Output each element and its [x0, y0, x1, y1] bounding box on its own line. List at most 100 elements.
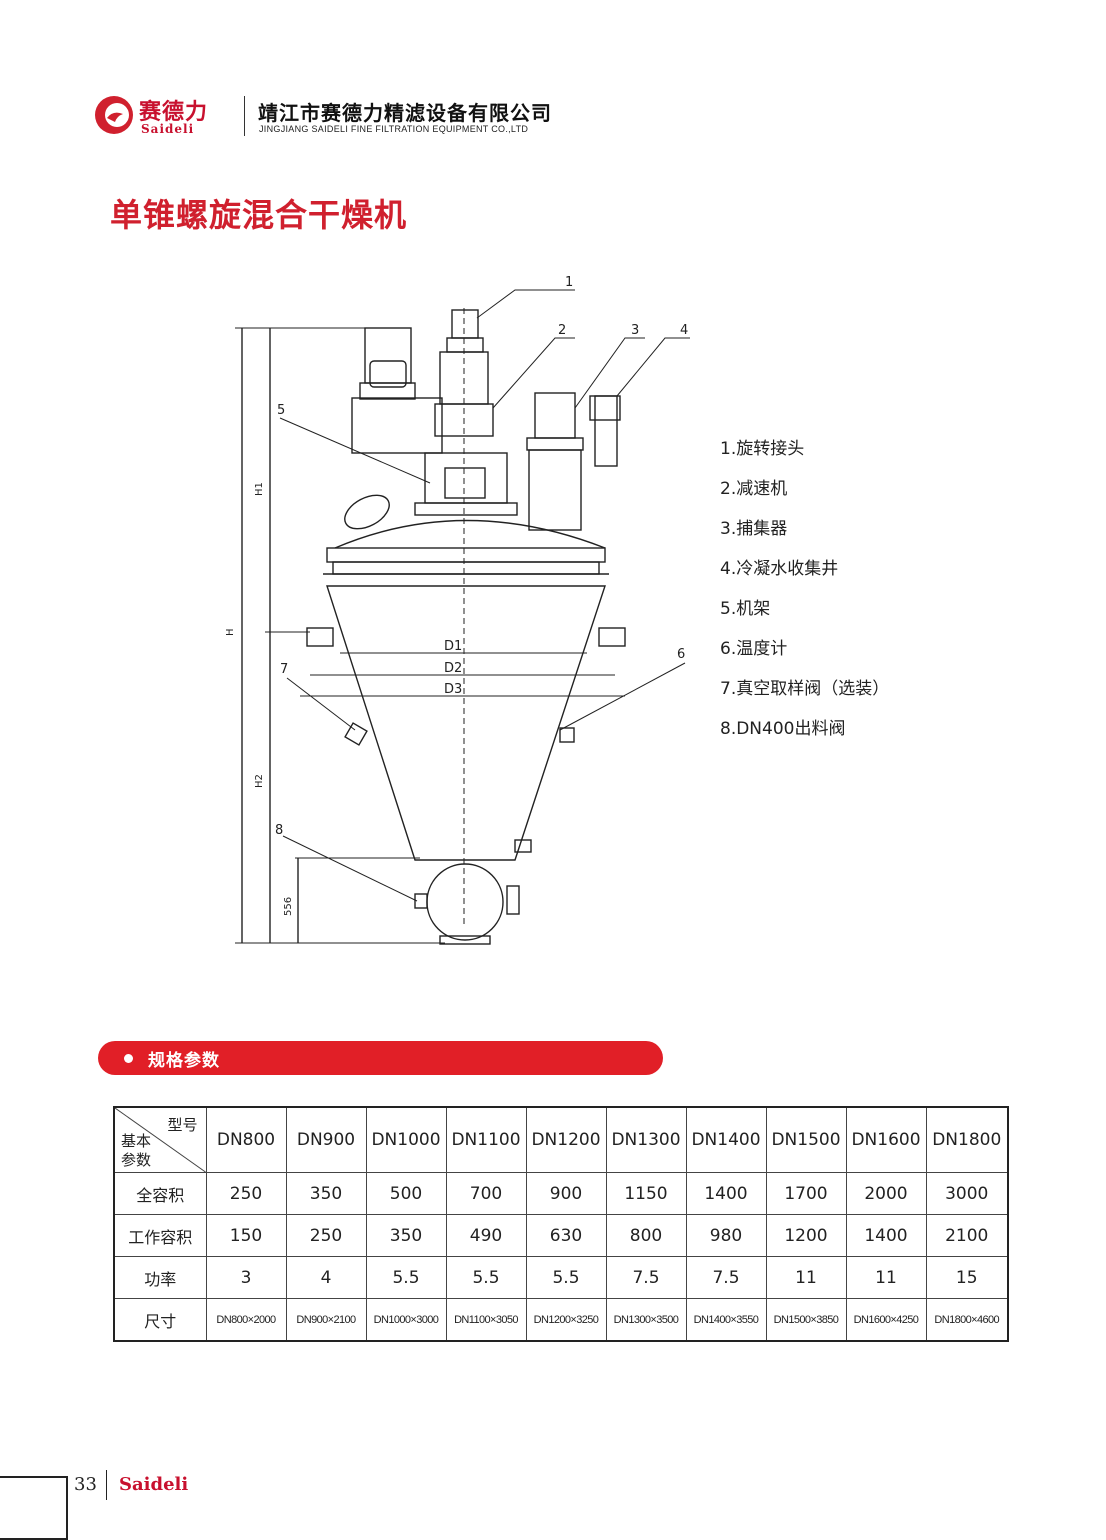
table-cell: 11: [765, 1256, 847, 1299]
company-logo: 赛德力 Saideli: [93, 94, 233, 138]
model-header: DN1800: [925, 1106, 1009, 1173]
callout-3: 3: [631, 323, 639, 338]
bullet-icon: [124, 1054, 133, 1063]
table-cell: 4: [285, 1256, 367, 1299]
dimension-label-h1: H1: [254, 482, 265, 496]
footer-corner-box: [0, 1476, 68, 1540]
table-cell: 500: [365, 1172, 447, 1215]
table-cell: 1400: [845, 1214, 927, 1257]
corner-label-params: 参数: [121, 1151, 152, 1169]
table-cell: DN1600×4250: [845, 1298, 927, 1342]
row-label: 尺寸: [113, 1298, 207, 1342]
table-cell: 15: [925, 1256, 1009, 1299]
dimension-label-d3: D3: [444, 682, 462, 697]
callout-6: 6: [677, 647, 685, 662]
table-cell: 1400: [685, 1172, 767, 1215]
callout-2: 2: [558, 323, 566, 338]
footer-brand: Saideli: [119, 1474, 189, 1495]
table-cell: 5.5: [445, 1256, 527, 1299]
callout-4: 4: [680, 323, 688, 338]
header-divider: [244, 96, 245, 136]
logo-chinese-text: 赛德力: [139, 99, 209, 125]
callout-7: 7: [280, 662, 288, 677]
table-cell: 1200: [765, 1214, 847, 1257]
corner-label-model: 型号: [167, 1116, 198, 1134]
page-number: 33: [74, 1474, 97, 1495]
legend-item: 4.冷凝水收集井: [720, 559, 839, 579]
table-cell: 7.5: [685, 1256, 767, 1299]
table-cell: 5.5: [525, 1256, 607, 1299]
legend-item: 8.DN400出料阀: [720, 719, 846, 739]
table-cell: 3: [205, 1256, 287, 1299]
legend-item: 1.旋转接头: [720, 439, 805, 459]
diagonal-divider: [115, 1108, 205, 1172]
model-header: DN1300: [605, 1106, 687, 1173]
dryer-technical-drawing: H1 H H2 556 D1 D2 D3: [215, 268, 845, 960]
table-cell: DN800×2000: [205, 1298, 287, 1342]
table-cell: 250: [285, 1214, 367, 1257]
callout-1: 1: [565, 275, 573, 290]
table-cell: DN1400×3550: [685, 1298, 767, 1342]
dimension-label-h2: H2: [254, 774, 265, 788]
table-cell: 1700: [765, 1172, 847, 1215]
model-header: DN1600: [845, 1106, 927, 1173]
table-cell: DN900×2100: [285, 1298, 367, 1342]
table-row: 功率 3 4 5.5 5.5 5.5 7.5 7.5 11 11 15: [113, 1256, 1009, 1299]
legend-item: 6.温度计: [720, 639, 788, 659]
row-label: 全容积: [113, 1172, 207, 1215]
footer-divider: [106, 1470, 107, 1500]
model-header: DN1500: [765, 1106, 847, 1173]
table-cell: DN1800×4600: [925, 1298, 1009, 1342]
table-row: 工作容积 150 250 350 490 630 800 980 1200 14…: [113, 1214, 1009, 1257]
dimension-label-556: 556: [283, 897, 294, 916]
table-cell: 350: [285, 1172, 367, 1215]
table-cell: 2000: [845, 1172, 927, 1215]
model-header: DN900: [285, 1106, 367, 1173]
table-row: 全容积 250 350 500 700 900 1150 1400 1700 2…: [113, 1172, 1009, 1215]
legend-item: 5.机架: [720, 599, 771, 619]
table-corner-cell: 型号 基本 参数: [113, 1106, 207, 1173]
table-cell: 700: [445, 1172, 527, 1215]
table-cell: 2100: [925, 1214, 1009, 1257]
model-header: DN1100: [445, 1106, 527, 1173]
table-header-row: 型号 基本 参数 DN800 DN900 DN1000 DN1100 DN120…: [113, 1106, 1009, 1173]
table-cell: DN1000×3000: [365, 1298, 447, 1342]
table-cell: 350: [365, 1214, 447, 1257]
table-row: 尺寸 DN800×2000 DN900×2100 DN1000×3000 DN1…: [113, 1298, 1009, 1342]
model-header: DN800: [205, 1106, 287, 1173]
table-cell: 980: [685, 1214, 767, 1257]
table-cell: DN1500×3850: [765, 1298, 847, 1342]
table-cell: DN1200×3250: [525, 1298, 607, 1342]
table-cell: 1150: [605, 1172, 687, 1215]
page-title: 单锥螺旋混合干燥机: [110, 196, 408, 234]
callout-5: 5: [277, 403, 285, 418]
dimension-label-d2: D2: [444, 661, 462, 676]
table-cell: 900: [525, 1172, 607, 1215]
table-cell: 3000: [925, 1172, 1009, 1215]
table-cell: 800: [605, 1214, 687, 1257]
logo-english-text: Saideli: [141, 122, 195, 136]
logo-emblem-icon: [95, 96, 133, 134]
section-title: 规格参数: [148, 1051, 220, 1071]
model-header: DN1400: [685, 1106, 767, 1173]
model-header: DN1200: [525, 1106, 607, 1173]
table-cell: 250: [205, 1172, 287, 1215]
table-cell: 150: [205, 1214, 287, 1257]
table-cell: DN1300×3500: [605, 1298, 687, 1342]
company-name-english: JINGJIANG SAIDELI FINE FILTRATION EQUIPM…: [259, 124, 529, 134]
table-cell: 630: [525, 1214, 607, 1257]
dimension-label-d1: D1: [444, 639, 462, 654]
table-cell: 490: [445, 1214, 527, 1257]
section-header-bar: 规格参数: [98, 1041, 663, 1075]
dimension-label-h: H: [225, 628, 236, 636]
company-name-chinese: 靖江市赛德力精滤设备有限公司: [258, 101, 552, 125]
parts-legend: 1.旋转接头 2.减速机 3.捕集器 4.冷凝水收集井 5.机架 6.温度计 7…: [720, 437, 889, 757]
row-label: 功率: [113, 1256, 207, 1299]
table-cell: DN1100×3050: [445, 1298, 527, 1342]
legend-item: 3.捕集器: [720, 519, 788, 539]
corner-label-basic: 基本: [121, 1132, 152, 1150]
table-cell: 5.5: [365, 1256, 447, 1299]
row-label: 工作容积: [113, 1214, 207, 1257]
table-cell: 11: [845, 1256, 927, 1299]
specification-table: 型号 基本 参数 DN800 DN900 DN1000 DN1100 DN120…: [113, 1106, 1009, 1342]
